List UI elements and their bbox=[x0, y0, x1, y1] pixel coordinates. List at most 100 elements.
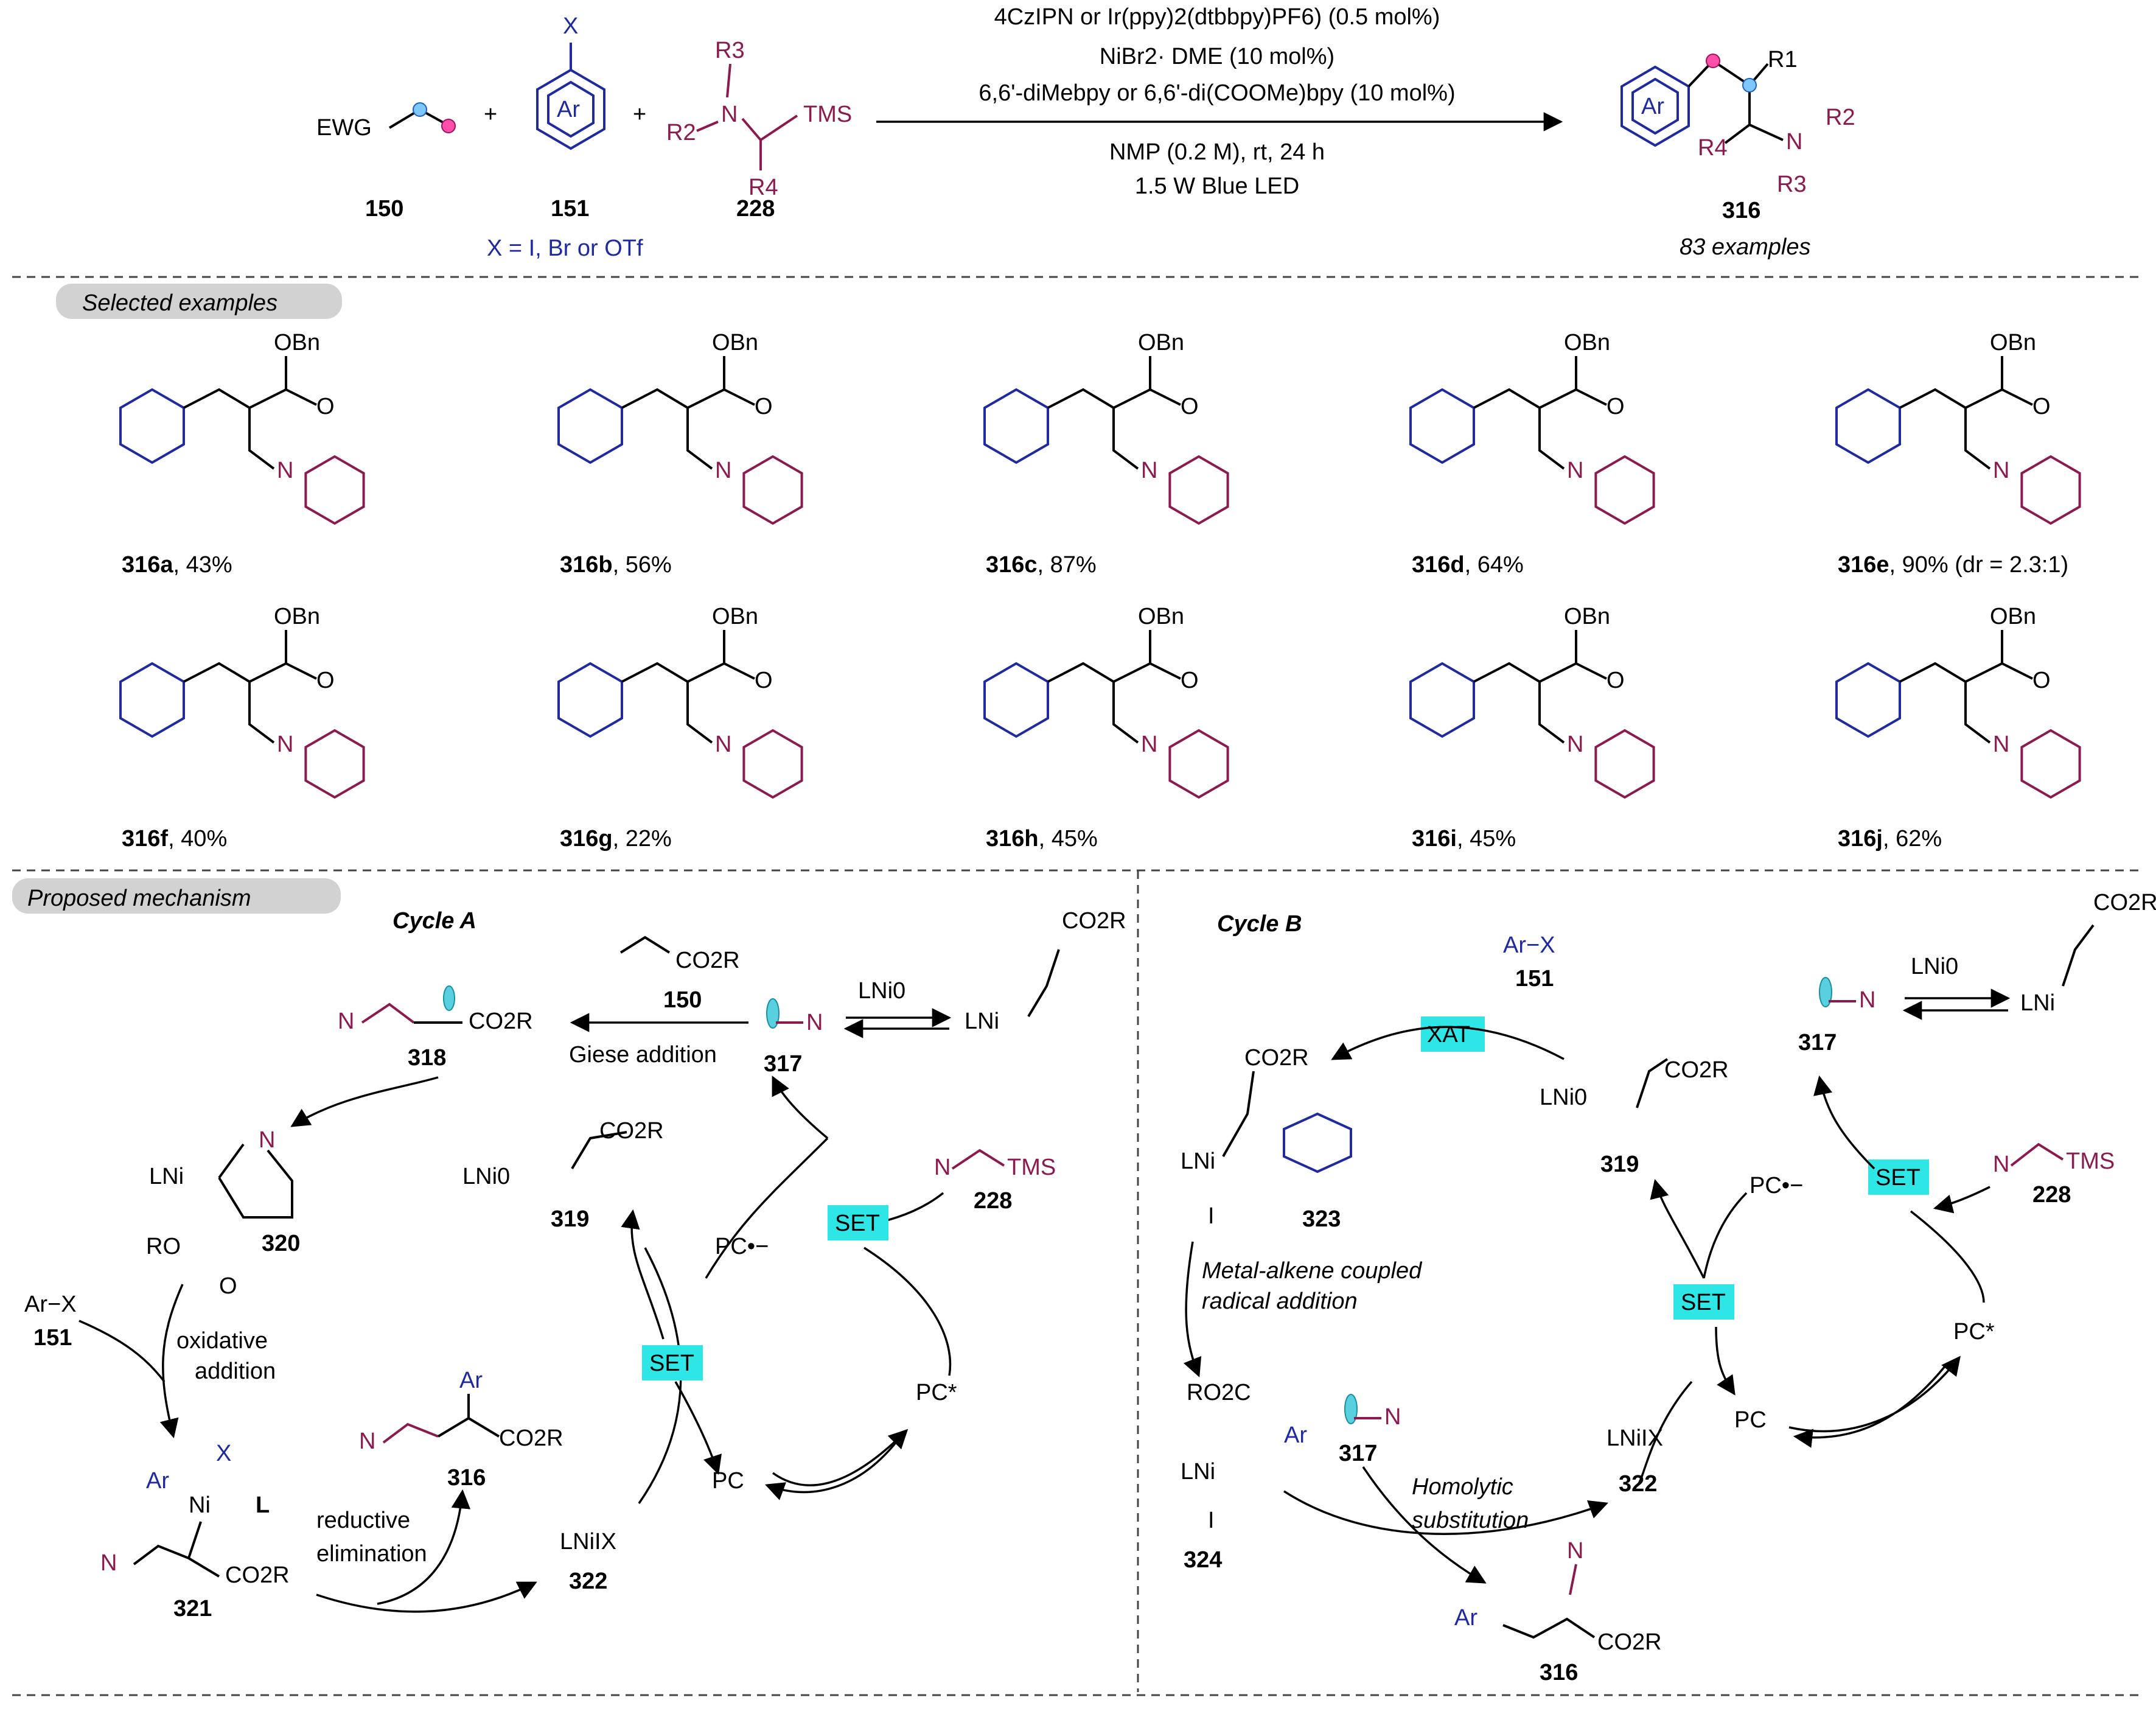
example-ester-label: OBn bbox=[1564, 604, 1610, 629]
example-ester-label: OBn bbox=[1564, 330, 1610, 355]
pc-label-b: PC bbox=[1734, 1407, 1767, 1433]
compound-151-id: 151 bbox=[551, 196, 589, 222]
example-id: 316i bbox=[1412, 826, 1457, 852]
example-aryl-ring bbox=[1409, 662, 1475, 738]
product-316a-n: N bbox=[359, 1429, 375, 1454]
acrylate-150-co2r: CO2R bbox=[675, 948, 740, 973]
radical-orbital-317c-icon bbox=[1819, 977, 1832, 1007]
condition-catalyst: 4CzIPN or Ir(ppy)2(dtbbpy)PF6) (0.5 mol%… bbox=[994, 4, 1440, 30]
example-amine-ring bbox=[2020, 455, 2081, 525]
cycle-b-right-arc bbox=[1910, 1210, 1985, 1303]
product-316a-ar: Ar bbox=[459, 1368, 483, 1393]
cycle-b-228-in bbox=[1933, 1186, 1990, 1214]
cycle-b-excite bbox=[1788, 1355, 1961, 1433]
cycle-a-150: 150 bbox=[663, 987, 702, 1013]
addition-label: addition bbox=[195, 1359, 276, 1384]
cycle-a-relax bbox=[765, 1435, 902, 1500]
example-caption: 316g, 22% bbox=[560, 826, 672, 852]
arrow-oxidative bbox=[159, 1284, 184, 1439]
lni-complex-b-co2r: CO2R bbox=[2093, 890, 2156, 915]
set-box-b2 bbox=[1673, 1284, 1734, 1320]
compound-228-id: 228 bbox=[736, 196, 775, 222]
example-carbonyl-o: O bbox=[1607, 668, 1625, 693]
example-caption: 316b, 56% bbox=[560, 552, 672, 578]
alkene-complex-b-i: I bbox=[1208, 1203, 1215, 1229]
alkene-carbon-marker-pink bbox=[441, 119, 456, 133]
example-ester-label: OBn bbox=[712, 604, 758, 629]
example-amine-n: N bbox=[1141, 458, 1157, 483]
example-amine-n: N bbox=[1567, 458, 1583, 483]
alkene-complex-b-bonds bbox=[1222, 1071, 1255, 1157]
example-backbone bbox=[1047, 630, 1181, 744]
nickel-324-lni: LNi bbox=[1181, 1459, 1215, 1485]
nickelacycle-320-o: O bbox=[219, 1273, 237, 1299]
condition-light: 1.5 W Blue LED bbox=[1135, 173, 1299, 199]
lni0-319-label-a: LNi0 bbox=[462, 1164, 510, 1189]
lni-complex-b-alkene bbox=[2062, 924, 2095, 987]
cycle-a-317: 317 bbox=[764, 1051, 802, 1077]
cycle-b-pc-minus-arc bbox=[1703, 1192, 1748, 1279]
nickelacycle-320-lni: LNi bbox=[149, 1164, 184, 1189]
radical-orbital-318-icon bbox=[443, 985, 455, 1011]
aryl-x-label: X bbox=[563, 13, 578, 39]
example-amine-n: N bbox=[1567, 732, 1583, 757]
nickel-324-i: I bbox=[1208, 1508, 1215, 1533]
cycle-a-151: 151 bbox=[33, 1325, 72, 1351]
example-caption: 316i, 45% bbox=[1412, 826, 1516, 852]
example-carbonyl-o: O bbox=[1607, 394, 1625, 419]
example-backbone bbox=[621, 630, 755, 744]
alkene-319-a-co2r: CO2R bbox=[599, 1118, 664, 1144]
radical-orbital-317b-icon bbox=[1344, 1394, 1358, 1424]
nickelacycle-320-n: N bbox=[259, 1127, 275, 1153]
cycle-b-xat-arc bbox=[1331, 1026, 1565, 1060]
radical-orbital-317-icon bbox=[766, 998, 780, 1029]
condition-solvent: NMP (0.2 M), rt, 24 h bbox=[1109, 139, 1325, 165]
cycle-a-322: 322 bbox=[569, 1569, 607, 1594]
cycle-a-set-to-pc bbox=[674, 1381, 722, 1475]
radical-317c-n: N bbox=[1859, 987, 1875, 1013]
product-316b-ar: Ar bbox=[1454, 1605, 1477, 1631]
example-id: 316d bbox=[1412, 552, 1465, 578]
pc-minus-label-a: PC•− bbox=[715, 1234, 769, 1259]
arrow-reductive bbox=[316, 1581, 537, 1613]
examples-header: Selected examples bbox=[82, 290, 277, 316]
example-yield: , 45% bbox=[1457, 826, 1516, 852]
ewg-label: EWG bbox=[316, 115, 372, 141]
cycle-a-316: 316 bbox=[447, 1465, 486, 1491]
example-amine-n: N bbox=[277, 732, 293, 757]
top-reaction: EWG 150 + X Ar 151 X = I, Br or OTf + R3… bbox=[316, 4, 1855, 261]
plus-sign-1: + bbox=[484, 102, 497, 127]
cycle-b-set-to-319 bbox=[1650, 1178, 1705, 1279]
homolytic-label-1: Homolytic bbox=[1412, 1474, 1513, 1500]
cycle-b-to-316 bbox=[1362, 1466, 1487, 1584]
product-r2: R2 bbox=[1826, 105, 1855, 130]
set-box-a2 bbox=[642, 1345, 703, 1380]
example-backbone bbox=[1899, 630, 2033, 744]
alkene-319-b-co2r: CO2R bbox=[1664, 1057, 1729, 1083]
r4-label: R4 bbox=[748, 175, 778, 200]
reductive-label: reductive bbox=[316, 1508, 410, 1533]
metal-alkene-label-2: radical addition bbox=[1202, 1289, 1358, 1314]
example-carbonyl-o: O bbox=[1181, 394, 1199, 419]
mechanism: Proposed mechanism Cycle A Cycle B CO2R … bbox=[12, 878, 2156, 1685]
alkene-carbon-marker-blue bbox=[413, 102, 427, 117]
example-amine-ring bbox=[304, 729, 365, 799]
example-caption: 316c, 87% bbox=[986, 552, 1097, 578]
example-id: 316c bbox=[986, 552, 1038, 578]
example-carbonyl-o: O bbox=[1181, 668, 1199, 693]
example-amine-ring bbox=[742, 729, 803, 799]
lni0-319-label-b: LNi0 bbox=[1540, 1085, 1587, 1110]
example-amine-n: N bbox=[1993, 732, 2009, 757]
example-amine-ring bbox=[1168, 455, 1229, 525]
product-316a-chain bbox=[382, 1422, 439, 1444]
examples-count: 83 examples bbox=[1680, 234, 1810, 260]
pc-minus-label-b: PC•− bbox=[1750, 1173, 1803, 1198]
example-backbone bbox=[1047, 356, 1181, 470]
example-carbonyl-o: O bbox=[2032, 394, 2051, 419]
set-label-a1: SET bbox=[835, 1211, 880, 1236]
aminosilane-228-n-b: N bbox=[1993, 1152, 2009, 1177]
